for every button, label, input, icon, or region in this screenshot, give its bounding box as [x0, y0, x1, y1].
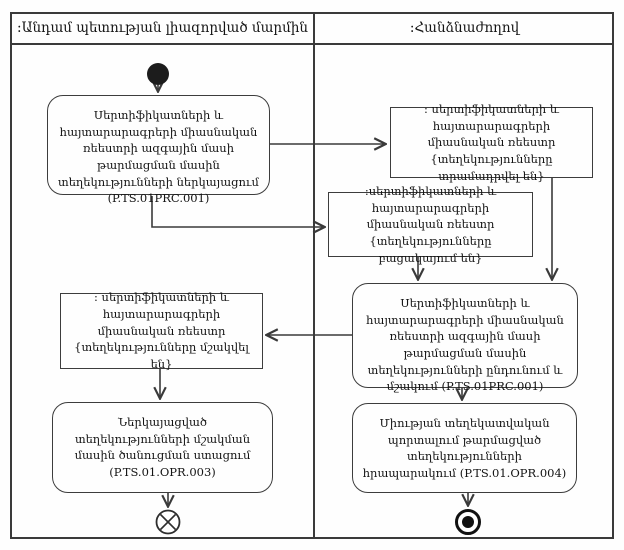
diagram-frame — [10, 12, 614, 539]
action-publish-updated-information: Միության տեղեկատվական պորտալում թարմացվա… — [352, 403, 577, 493]
action-receive-and-process-information: Սերտիֆիկատների և հայտարարագրերի միասնակա… — [352, 283, 578, 393]
action-submit-information: Սերտիֆիկատների և հայտարարագրերի միասնակա… — [47, 95, 270, 205]
activity-final-node — [455, 509, 481, 535]
flow-final-node — [155, 509, 181, 535]
object-registry-information-missing: :սերտիֆիկատների և հայտարարագրերի միասնակ… — [328, 184, 533, 265]
swimlane-header-row: :Անդամ պետության լիազորված մարմին :Հանձն… — [10, 12, 614, 45]
swimlane-header-commission: :Հանձնաժողով — [409, 19, 520, 36]
flow-final-icon — [155, 509, 181, 535]
swimlane-divider — [313, 12, 315, 539]
initial-node — [147, 63, 169, 85]
object-registry-information-provided: : սերտիֆիկատների և հայտարարագրերի միասնա… — [390, 102, 593, 183]
swimlane-header-member-state: :Անդամ պետության լիազորված մարմին — [17, 19, 308, 36]
activity-final-dot — [462, 516, 474, 528]
action-receive-processing-notification: Ներկայացված տեղեկությունների մշակման մաս… — [52, 402, 273, 493]
object-registry-information-processed: : սերտիֆիկատների և հայտարարագրերի միասնա… — [60, 290, 263, 371]
